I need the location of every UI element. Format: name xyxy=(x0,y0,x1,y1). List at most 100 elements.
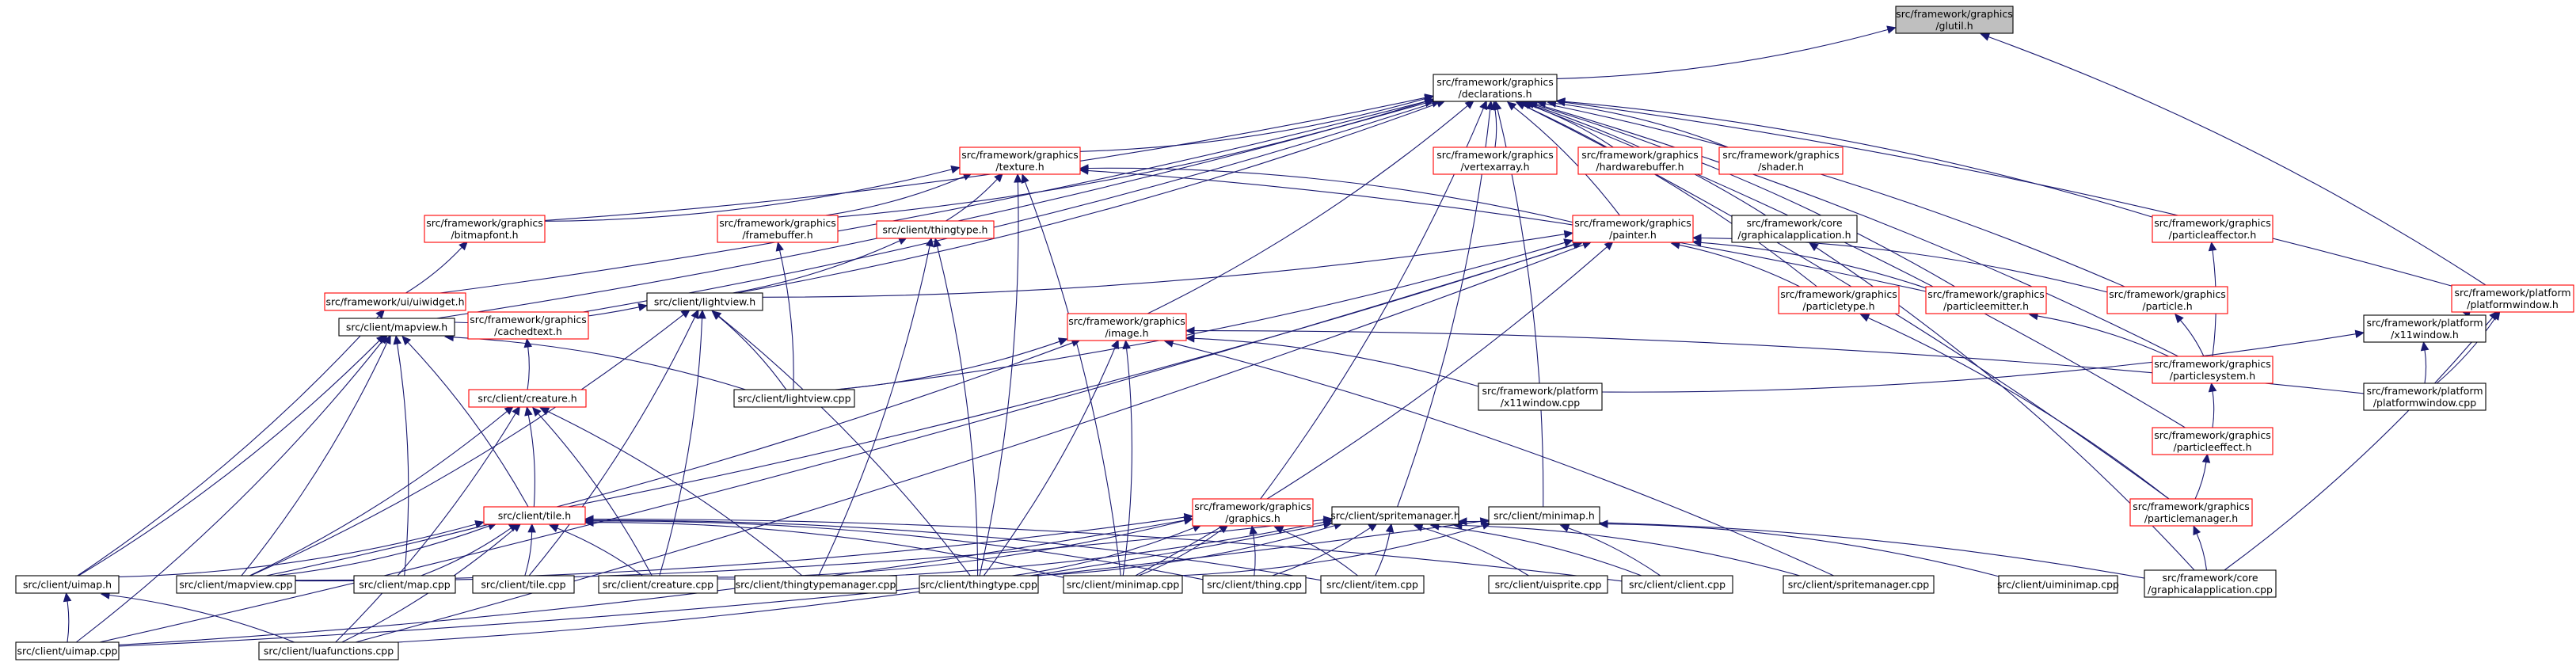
node-vertexarray[interactable]: src/framework/graphics/vertexarray.h xyxy=(1433,147,1558,175)
node-label: src/client/uisprite.cpp xyxy=(1495,579,1602,591)
node-x11window-h[interactable]: src/framework/platform/x11window.h xyxy=(2363,314,2487,343)
node-label: src/client/mapview.h xyxy=(346,322,447,333)
node-tile-h[interactable]: src/client/tile.h xyxy=(483,506,586,525)
node-graphicalapplication-cpp[interactable]: src/framework/core/graphicalapplication.… xyxy=(2144,569,2277,598)
node-label: /x11window.h xyxy=(2391,329,2459,341)
node-label: src/framework/platform xyxy=(1482,385,1598,397)
node-box xyxy=(1895,6,2014,34)
node-label: src/client/thingtype.cpp xyxy=(920,579,1037,591)
node-label: src/framework/graphics xyxy=(1896,8,2012,20)
edge-uiwidget-to-bitmapfont xyxy=(405,241,469,294)
node-mapview-cpp[interactable]: src/client/mapview.cpp xyxy=(176,575,296,594)
node-cachedtext[interactable]: src/framework/graphics/cachedtext.h xyxy=(467,311,589,340)
node-uiminimap-cpp[interactable]: src/client/uiminimap.cpp xyxy=(1997,575,2119,594)
node-shader[interactable]: src/framework/graphics/shader.h xyxy=(1718,147,1844,175)
node-box xyxy=(959,147,1081,175)
node-box xyxy=(2106,286,2228,314)
node-x11window-cpp[interactable]: src/framework/platform/x11window.cpp xyxy=(1478,382,1603,411)
node-platformwindow-cpp[interactable]: src/framework/platform/platformwindow.cp… xyxy=(2363,382,2487,411)
edge-x11window-cpp-to-image xyxy=(1185,334,1479,387)
node-minimap-h[interactable]: src/client/minimap.h xyxy=(1488,506,1600,525)
node-platformwindow[interactable]: src/framework/platform/platformwindow.h xyxy=(2451,284,2574,313)
node-mapview-h[interactable]: src/client/mapview.h xyxy=(338,318,455,337)
node-box xyxy=(15,641,120,660)
node-thingtype-cpp[interactable]: src/client/thingtype.cpp xyxy=(919,575,1039,594)
edge-minimap-cpp-to-painter xyxy=(1135,241,1614,577)
node-uiwidget[interactable]: src/framework/ui/uiwidget.h xyxy=(324,292,466,311)
edge-graphicalapplication-cpp-to-particlemanager xyxy=(2193,525,2208,571)
edge-thingtypemanager-cpp-to-thingtype-h xyxy=(818,237,934,577)
node-box xyxy=(1488,575,1608,594)
node-lightview-h[interactable]: src/client/lightview.h xyxy=(646,292,763,311)
node-particlesystem[interactable]: src/framework/graphics/particlesystem.h xyxy=(2152,356,2274,384)
edge-mapview-cpp-to-image xyxy=(265,339,1082,577)
edge-graphicalapplication-cpp-to-platformwindow xyxy=(2224,310,2498,571)
node-particleaffector[interactable]: src/framework/graphics/particleaffector.… xyxy=(2152,215,2274,243)
edge-client-cpp-to-minimap-h xyxy=(1559,523,1661,577)
edge-minimap-cpp-to-image xyxy=(1122,339,1132,577)
node-box xyxy=(1320,575,1425,594)
node-thingtypemanager-cpp[interactable]: src/client/thingtypemanager.cpp xyxy=(734,575,897,594)
node-spritemanager-h[interactable]: src/client/spritemanager.h xyxy=(1330,506,1460,525)
node-label: src/client/creature.h xyxy=(478,393,576,405)
node-map-cpp[interactable]: src/client/map.cpp xyxy=(353,575,456,594)
node-texture[interactable]: src/framework/graphics/texture.h xyxy=(959,147,1081,175)
node-particleeffect[interactable]: src/framework/graphics/particleeffect.h xyxy=(2152,427,2274,455)
node-client-cpp[interactable]: src/client/client.cpp xyxy=(1621,575,1733,594)
node-thingtype-h[interactable]: src/client/thingtype.h xyxy=(876,220,995,239)
node-label: /glutil.h xyxy=(1935,20,1973,32)
node-tile-cpp[interactable]: src/client/tile.cpp xyxy=(472,575,575,594)
node-label: /texture.h xyxy=(995,161,1044,173)
node-label: src/framework/core xyxy=(1746,217,1842,229)
node-glutil[interactable]: src/framework/graphics/glutil.h xyxy=(1895,6,2014,34)
edge-lightview-h-to-painter xyxy=(762,230,1574,298)
node-bitmapfont[interactable]: src/framework/graphics/bitmapfont.h xyxy=(424,215,546,243)
node-box xyxy=(1488,506,1600,525)
node-thing-cpp[interactable]: src/client/thing.cpp xyxy=(1202,575,1307,594)
edge-particlesystem-to-declarations xyxy=(1528,100,2178,357)
node-label: src/framework/graphics xyxy=(426,217,542,229)
node-image[interactable]: src/framework/graphics/image.h xyxy=(1067,313,1187,341)
node-particleemitter[interactable]: src/framework/graphics/particleemitter.h xyxy=(1925,286,2047,314)
node-label: src/client/map.cpp xyxy=(359,579,451,591)
node-uimap-h[interactable]: src/client/uimap.h xyxy=(15,575,120,594)
node-box xyxy=(1998,575,2118,594)
node-particletype[interactable]: src/framework/graphics/particletype.h xyxy=(1778,286,1900,314)
node-item-cpp[interactable]: src/client/item.cpp xyxy=(1320,575,1425,594)
node-uisprite-cpp[interactable]: src/client/uisprite.cpp xyxy=(1488,575,1608,594)
node-particlemanager[interactable]: src/framework/graphics/particlemanager.h xyxy=(2129,498,2253,527)
edge-tile-cpp-to-tile-h xyxy=(524,523,536,577)
node-label: src/client/uimap.cpp xyxy=(17,645,118,657)
node-creature-h[interactable]: src/client/creature.h xyxy=(468,389,587,408)
node-uimap-cpp[interactable]: src/client/uimap.cpp xyxy=(15,641,120,660)
edge-mapview-h-to-declarations xyxy=(436,99,1434,319)
node-particle[interactable]: src/framework/graphics/particle.h xyxy=(2106,286,2228,314)
edge-thingtype-cpp-to-lightview-h xyxy=(711,310,971,577)
node-graphics-h[interactable]: src/framework/graphics/graphics.h xyxy=(1192,498,1314,527)
node-creature-cpp[interactable]: src/client/creature.cpp xyxy=(598,575,718,594)
node-declarations[interactable]: src/framework/graphics/declarations.h xyxy=(1433,74,1558,102)
node-hardwarebuffer[interactable]: src/framework/graphics/hardwarebuffer.h xyxy=(1577,147,1703,175)
node-label: src/client/thing.cpp xyxy=(1207,579,1302,591)
node-label: src/framework/graphics xyxy=(1436,149,1553,161)
node-label: /platformwindow.h xyxy=(2467,299,2559,310)
node-label: /graphicalapplication.cpp xyxy=(2148,584,2273,596)
node-graphicalapplication-h[interactable]: src/framework/core/graphicalapplication.… xyxy=(1731,215,1858,243)
node-box xyxy=(733,389,855,408)
node-spritemanager-cpp[interactable]: src/client/spritemanager.cpp xyxy=(1783,575,1935,594)
node-label: src/client/spritemanager.cpp xyxy=(1788,579,1929,591)
node-lightview-cpp[interactable]: src/client/lightview.cpp xyxy=(733,389,855,408)
edge-particletype-to-painter xyxy=(1670,241,1801,287)
node-box xyxy=(1063,575,1183,594)
node-framebuffer[interactable]: src/framework/graphics/framebuffer.h xyxy=(717,215,839,243)
node-label: /bitmapfont.h xyxy=(451,229,518,241)
node-minimap-cpp[interactable]: src/client/minimap.cpp xyxy=(1063,575,1183,594)
edge-particletype-to-declarations xyxy=(1515,101,1817,287)
node-luafunctions-cpp[interactable]: src/client/luafunctions.cpp xyxy=(258,641,399,660)
node-painter[interactable]: src/framework/graphics/painter.h xyxy=(1572,215,1694,243)
node-box xyxy=(1192,498,1314,527)
edge-item-cpp-to-spritemanager-h xyxy=(1375,523,1395,577)
edge-creature-cpp-to-lightview-h xyxy=(659,309,706,577)
edge-minimap-cpp-to-texture xyxy=(1021,173,1121,577)
node-label: /particleemitter.h xyxy=(1943,300,2029,312)
